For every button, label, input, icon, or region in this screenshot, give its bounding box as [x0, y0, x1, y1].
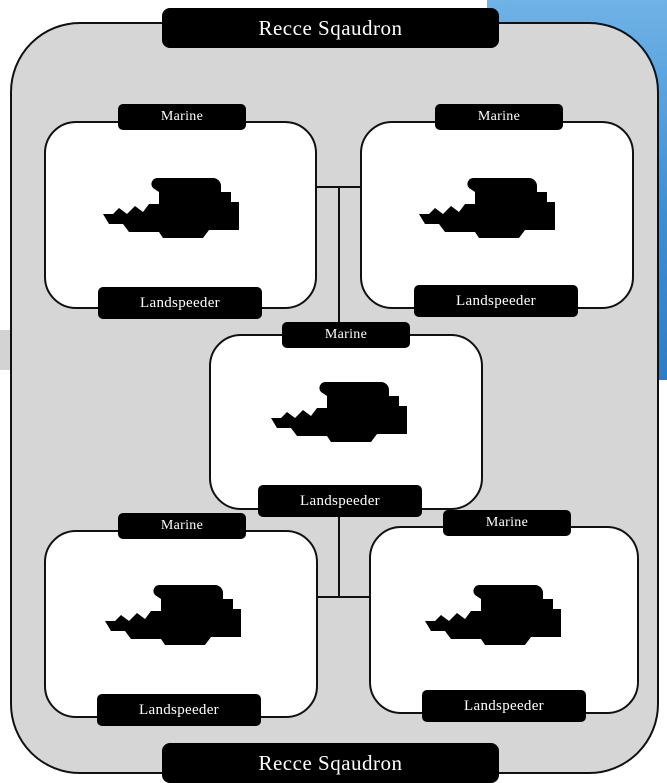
connector-line-bottom-horizontal	[318, 596, 370, 598]
squadron-title-top: Recce Sqaudron	[162, 8, 499, 48]
landspeeder-silhouette-icon	[105, 585, 241, 645]
connector-line-top-vertical	[338, 186, 340, 334]
landspeeder-silhouette-icon	[103, 178, 239, 238]
crew-label: Marine	[282, 322, 410, 348]
vehicle-label: Landspeeder	[414, 285, 578, 317]
vehicle-label: Landspeeder	[98, 287, 262, 319]
crew-label: Marine	[435, 104, 563, 130]
connector-line-bottom-vertical	[338, 510, 340, 598]
vehicle-label: Landspeeder	[422, 690, 586, 722]
landspeeder-silhouette-icon	[419, 178, 555, 238]
squadron-title-bottom: Recce Sqaudron	[162, 743, 499, 783]
vehicle-label: Landspeeder	[258, 485, 422, 517]
landspeeder-silhouette-icon	[425, 585, 561, 645]
vehicle-label: Landspeeder	[97, 694, 261, 726]
landspeeder-silhouette-icon	[271, 382, 407, 442]
crew-label: Marine	[443, 510, 571, 536]
crew-label: Marine	[118, 513, 246, 539]
crew-label: Marine	[118, 104, 246, 130]
